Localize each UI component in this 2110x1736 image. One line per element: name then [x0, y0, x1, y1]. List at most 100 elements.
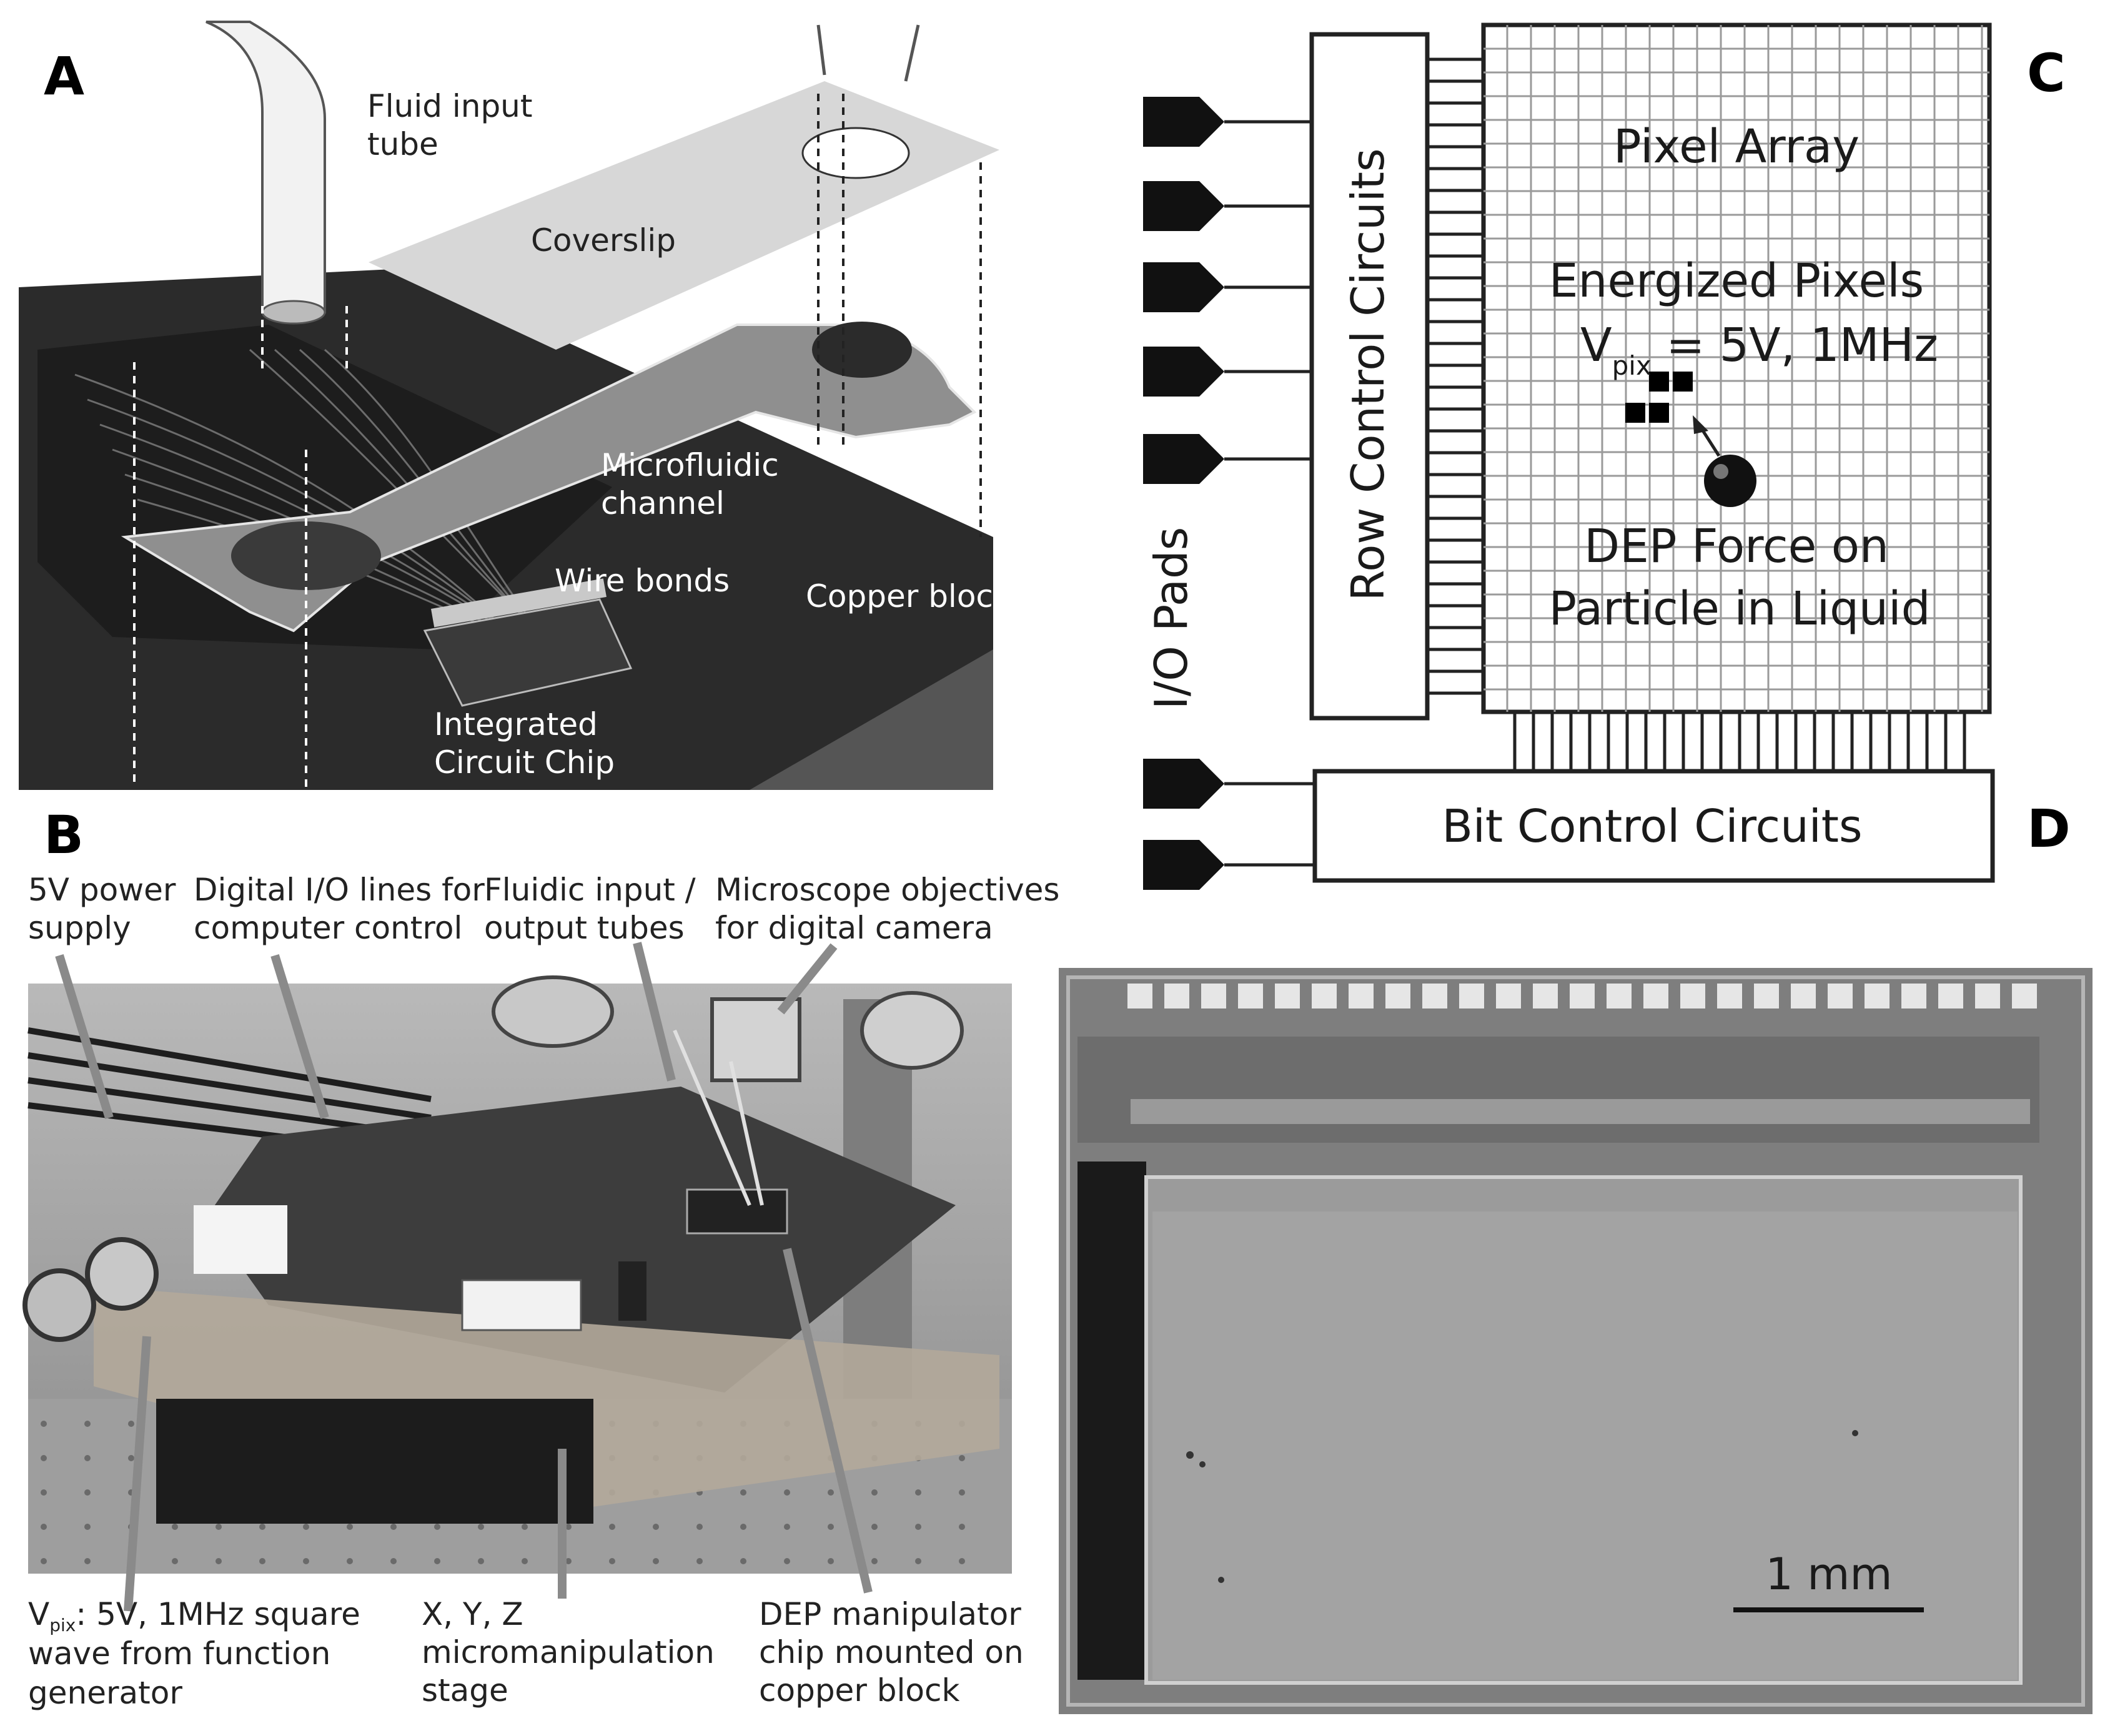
table-hole [84, 1524, 91, 1530]
table-hole [41, 1455, 47, 1461]
bond-pad [1533, 984, 1558, 1009]
table-hole [434, 1524, 440, 1530]
table-hole [784, 1558, 790, 1564]
table-hole [41, 1421, 47, 1427]
table-hole [959, 1489, 965, 1496]
bond-pad [1975, 984, 2000, 1009]
dep-force-label: DEP Force on [1584, 520, 1889, 573]
table-hole [215, 1558, 222, 1564]
table-hole [172, 1524, 178, 1530]
table-hole [871, 1524, 878, 1530]
io-pad [1143, 347, 1224, 397]
table-hole [740, 1558, 746, 1564]
alignment-guides [133, 306, 348, 787]
table-hole [434, 1558, 440, 1564]
objective-left [492, 975, 614, 1048]
table-hole [259, 1558, 265, 1564]
table-hole [347, 1524, 353, 1530]
label-ic-chip: Integrated Circuit Chip [434, 706, 615, 781]
io-pad [1143, 434, 1224, 484]
table-hole [303, 1558, 309, 1564]
bond-pad [1349, 984, 1374, 1009]
label-power-supply: 5V power supply [28, 872, 176, 946]
table-hole [609, 1524, 615, 1530]
label-vpix-supply: Vpix: 5V, 1MHz square [28, 1595, 360, 1636]
vpix-v: V [1580, 318, 1612, 372]
alignment-guides-dark [817, 94, 982, 537]
label-fluidic-tubes: Fluidic input / output tubes [484, 872, 696, 946]
white-resistor [461, 1279, 582, 1331]
bond-pad [1680, 984, 1705, 1009]
bit-control-label: Bit Control Circuits [1442, 800, 1863, 852]
bond-pad [1459, 984, 1484, 1009]
pixel-array-title: Pixel Array [1613, 120, 1860, 174]
bit-control-box [1312, 769, 1995, 883]
bond-pad [1607, 984, 1632, 1009]
vpix-label: Vpix = 5V, 1MHz [1580, 318, 1938, 381]
energized-pixels [1625, 372, 1693, 423]
wire-bond-strip [431, 578, 607, 628]
pixel-array [1481, 22, 1992, 714]
table-hole [784, 1524, 790, 1530]
bond-pad [1385, 984, 1410, 1009]
io-pad [1143, 181, 1224, 231]
io-pads-label: I/O Pads [1145, 527, 1197, 710]
table-hole [84, 1421, 91, 1427]
pixel-array-inner [1152, 1211, 2018, 1680]
table-hole [303, 1524, 309, 1530]
label-vpix-line2: wave from function [28, 1635, 331, 1672]
table-hole [478, 1558, 484, 1564]
bnc-connector-2 [85, 1237, 159, 1311]
table-hole [128, 1421, 134, 1427]
panel-letter-d: D [2027, 798, 2071, 859]
row-control-region [1077, 1161, 1146, 1680]
bond-pads [1127, 984, 2037, 1009]
energized-pixels-label: Energized Pixels [1549, 254, 1924, 308]
bit-connector-lines [1513, 712, 1966, 771]
bit-control-region [1077, 1037, 2039, 1143]
table-hole [915, 1524, 921, 1530]
bond-pad [1570, 984, 1595, 1009]
bond-pad [1865, 984, 1890, 1009]
bond-pad [1717, 984, 1742, 1009]
table-hole [828, 1524, 834, 1530]
table-hole [390, 1524, 397, 1530]
label-wire-bonds: Wire bonds [555, 563, 730, 599]
dep-chip [686, 1188, 788, 1235]
debris-4 [1852, 1430, 1858, 1436]
panel-letter-b: B [44, 804, 84, 866]
bond-pad [2012, 984, 2037, 1009]
pixel-grid [1483, 25, 1989, 712]
row-control-box [1309, 32, 1430, 721]
fluid-output-tube [816, 24, 920, 82]
table-hole [172, 1558, 178, 1564]
table-hole [959, 1455, 965, 1461]
particle-highlight [1713, 464, 1728, 479]
vpix-sub: pix [1612, 350, 1652, 381]
copper-block-side [750, 649, 993, 790]
table-hole [959, 1558, 965, 1564]
bond-pad [1754, 984, 1779, 1009]
bond-pad [1496, 984, 1521, 1009]
bond-pad [1275, 984, 1300, 1009]
table-hole [828, 1558, 834, 1564]
table-hole [259, 1524, 265, 1530]
io-pad [1143, 759, 1224, 809]
table-hole [347, 1558, 353, 1564]
debris-1 [1186, 1451, 1194, 1459]
chip-border [1066, 975, 2085, 1707]
table-hole [565, 1558, 572, 1564]
table-hole [740, 1489, 746, 1496]
table-hole [740, 1524, 746, 1530]
table-hole [959, 1524, 965, 1530]
label-copper-block: Copper block [806, 578, 1011, 614]
panel-letter-a: A [44, 46, 85, 107]
bond-pad [1127, 984, 1152, 1009]
bond-pad [1312, 984, 1337, 1009]
label-digital-io: Digital I/O lines for computer control [194, 872, 485, 946]
bond-pad [1238, 984, 1263, 1009]
